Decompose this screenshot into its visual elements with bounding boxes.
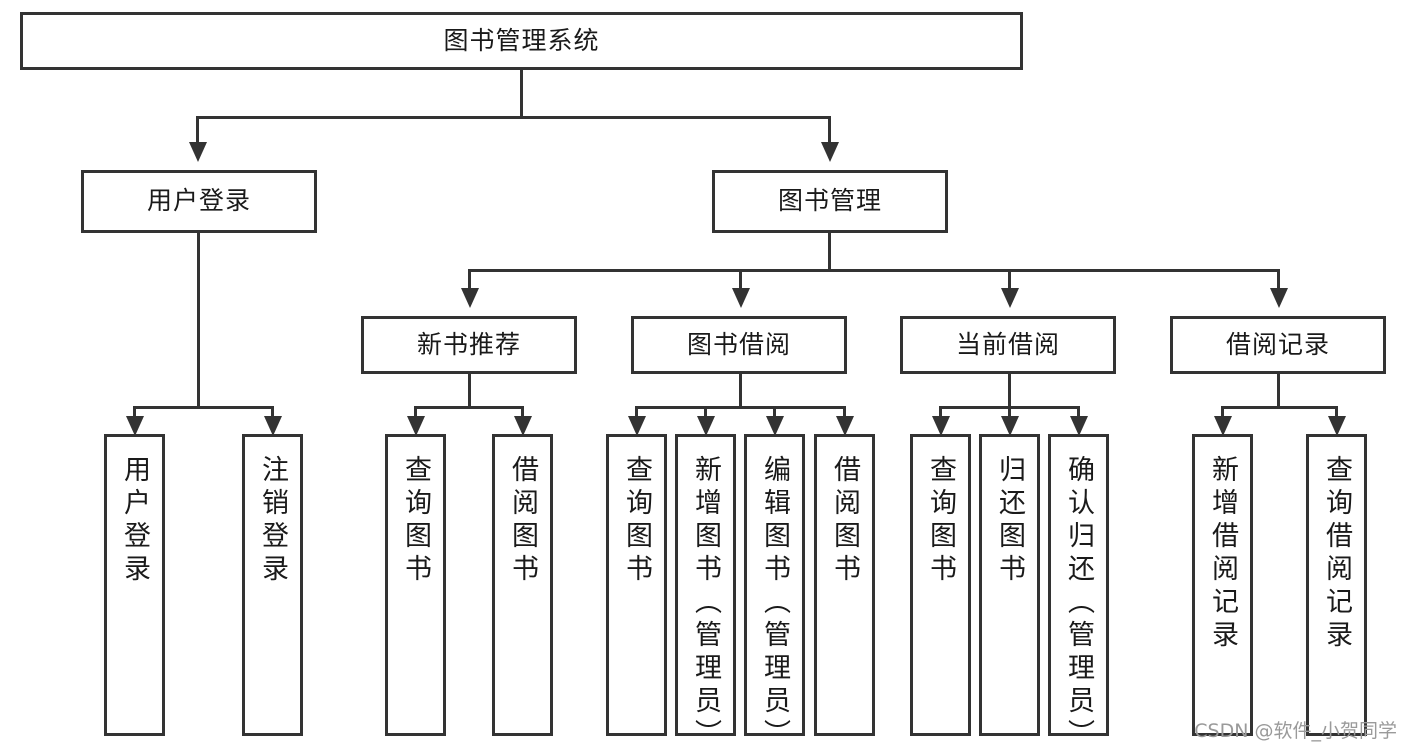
connector-root-trunk — [520, 70, 523, 116]
arrowhead-leaf-query-book-2 — [628, 416, 646, 436]
node-leaf-user-login[interactable]: 用户登录 — [104, 434, 165, 736]
connector-book-management-bus — [468, 269, 1280, 272]
connector-bm-leg-new-book — [468, 269, 471, 289]
node-label: 图书管理系统 — [443, 25, 600, 55]
connector-borrow-record-trunk — [1277, 374, 1280, 408]
arrowhead-book-management — [821, 142, 839, 162]
arrowhead-leaf-add-record — [1214, 416, 1232, 436]
arrowhead-leaf-edit-book — [766, 416, 784, 436]
node-label: 新增图书（管理员） — [690, 455, 721, 747]
arrowhead-leaf-query-book-3 — [932, 416, 950, 436]
arrowhead-leaf-add-book — [697, 416, 715, 436]
connector-new-book-bus — [414, 406, 524, 409]
node-label: 当前借阅 — [955, 329, 1060, 359]
node-label: 注销登录 — [257, 455, 288, 587]
arrowhead-leaf-query-book-1 — [407, 416, 425, 436]
connector-cb-leg-3 — [1077, 406, 1080, 418]
node-leaf-add-book[interactable]: 新增图书（管理员） — [675, 434, 736, 747]
connector-user-login-leg-1 — [133, 406, 136, 418]
connector-new-book-leg-2 — [521, 406, 524, 418]
node-label: 新书推荐 — [416, 329, 521, 359]
node-leaf-add-record[interactable]: 新增借阅记录 — [1192, 434, 1253, 736]
arrowhead-borrow-record — [1270, 288, 1288, 308]
connector-user-login-trunk — [197, 233, 200, 408]
connector-book-borrow-trunk — [739, 374, 742, 408]
connector-cb-leg-1 — [939, 406, 942, 418]
node-leaf-query-book-1[interactable]: 查询图书 — [385, 434, 446, 736]
node-current-borrow[interactable]: 当前借阅 — [900, 316, 1116, 374]
node-leaf-query-book-3[interactable]: 查询图书 — [910, 434, 971, 736]
node-leaf-confirm-return[interactable]: 确认归还（管理员） — [1048, 434, 1109, 747]
node-root-system[interactable]: 图书管理系统 — [20, 12, 1023, 70]
connector-root-to-user-login — [196, 116, 199, 142]
node-leaf-return-book[interactable]: 归还图书 — [979, 434, 1040, 736]
arrowhead-leaf-user-login — [126, 416, 144, 436]
node-label: 编辑图书（管理员） — [759, 455, 790, 747]
connector-user-login-leg-2 — [271, 406, 274, 418]
connector-root-to-book-management — [828, 116, 831, 142]
arrowhead-current-borrow — [1001, 288, 1019, 308]
connector-book-borrow-bus — [635, 406, 846, 409]
node-user-login[interactable]: 用户登录 — [81, 170, 317, 233]
connector-bm-leg-borrow-record — [1277, 269, 1280, 289]
connector-current-borrow-trunk — [1008, 374, 1011, 408]
connector-borrow-record-bus — [1221, 406, 1338, 409]
node-leaf-borrow-book-1[interactable]: 借阅图书 — [492, 434, 553, 736]
node-label: 确认归还（管理员） — [1063, 455, 1094, 747]
node-label: 借阅图书 — [829, 455, 860, 587]
connector-bb-leg-3 — [773, 406, 776, 418]
node-new-book-recommend[interactable]: 新书推荐 — [361, 316, 577, 374]
connector-cb-leg-2 — [1008, 406, 1011, 418]
connector-br-leg-2 — [1335, 406, 1338, 418]
node-leaf-edit-book[interactable]: 编辑图书（管理员） — [744, 434, 805, 747]
node-leaf-logout[interactable]: 注销登录 — [242, 434, 303, 736]
arrowhead-new-book-recommend — [461, 288, 479, 308]
node-label: 新增借阅记录 — [1207, 455, 1238, 653]
connector-bb-leg-1 — [635, 406, 638, 418]
node-label: 借阅记录 — [1225, 329, 1330, 359]
node-label: 用户登录 — [146, 186, 251, 216]
connector-root-bus — [196, 116, 831, 119]
node-label: 查询图书 — [925, 455, 956, 587]
connector-new-book-leg-1 — [414, 406, 417, 418]
node-label: 用户登录 — [119, 455, 150, 587]
node-label: 归还图书 — [994, 455, 1025, 587]
arrowhead-leaf-confirm-return — [1070, 416, 1088, 436]
node-label: 借阅图书 — [507, 455, 538, 587]
arrowhead-leaf-logout — [264, 416, 282, 436]
node-label: 查询图书 — [621, 455, 652, 587]
node-book-management[interactable]: 图书管理 — [712, 170, 948, 233]
arrowhead-leaf-return-book — [1001, 416, 1019, 436]
connector-new-book-trunk — [468, 374, 471, 408]
connector-book-management-trunk — [828, 233, 831, 271]
arrowhead-leaf-query-record — [1328, 416, 1346, 436]
node-label: 图书管理 — [777, 186, 882, 216]
node-leaf-query-book-2[interactable]: 查询图书 — [606, 434, 667, 736]
connector-bb-leg-4 — [843, 406, 846, 418]
node-borrow-record[interactable]: 借阅记录 — [1170, 316, 1386, 374]
node-label: 图书借阅 — [686, 329, 791, 359]
connector-bm-leg-book-borrow — [739, 269, 742, 289]
connector-bb-leg-2 — [704, 406, 707, 418]
arrowhead-leaf-borrow-book-1 — [514, 416, 532, 436]
connector-bm-leg-current-borrow — [1008, 269, 1011, 289]
connector-user-login-bus — [133, 406, 272, 409]
arrowhead-book-borrow — [732, 288, 750, 308]
node-label: 查询借阅记录 — [1321, 455, 1352, 653]
arrowhead-leaf-borrow-book-2 — [836, 416, 854, 436]
node-label: 查询图书 — [400, 455, 431, 587]
arrowhead-user-login — [189, 142, 207, 162]
node-leaf-query-record[interactable]: 查询借阅记录 — [1306, 434, 1367, 736]
connector-br-leg-1 — [1221, 406, 1224, 418]
node-book-borrow[interactable]: 图书借阅 — [631, 316, 847, 374]
node-leaf-borrow-book-2[interactable]: 借阅图书 — [814, 434, 875, 736]
